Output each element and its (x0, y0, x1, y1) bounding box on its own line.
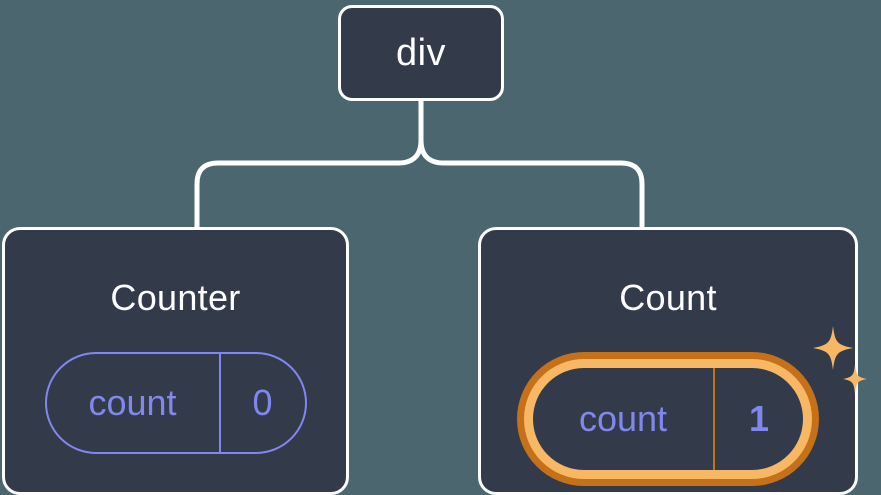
sparkle-small-icon (843, 364, 867, 394)
count-state-pill-highlight[interactable]: count 1 (517, 326, 867, 486)
sparkle-large-icon (813, 326, 853, 370)
edge-root-to-count (418, 98, 645, 230)
count-node[interactable]: Count count 1 (478, 227, 867, 495)
counter-node[interactable]: Counter count 0 (2, 227, 349, 495)
count-state-key: count (578, 398, 668, 439)
count-state-wrap: count 1 (517, 326, 867, 486)
sparkles-icon (813, 326, 867, 394)
counter-state-pill[interactable]: count 0 (44, 352, 307, 454)
count-state-value: 1 (713, 368, 803, 470)
div-node[interactable]: div (338, 5, 504, 101)
counter-state-value: 0 (218, 354, 305, 452)
count-state-pill-ring: count 1 (524, 359, 812, 479)
div-node-label: div (395, 32, 447, 74)
count-node-title: Count (619, 277, 717, 318)
counter-state-key: count (88, 382, 177, 423)
counter-state-wrap: count 0 (44, 352, 307, 454)
counter-node-title: Counter (110, 277, 241, 318)
edge-root-to-counter (194, 98, 424, 230)
count-state-pill: count 1 (533, 368, 803, 470)
